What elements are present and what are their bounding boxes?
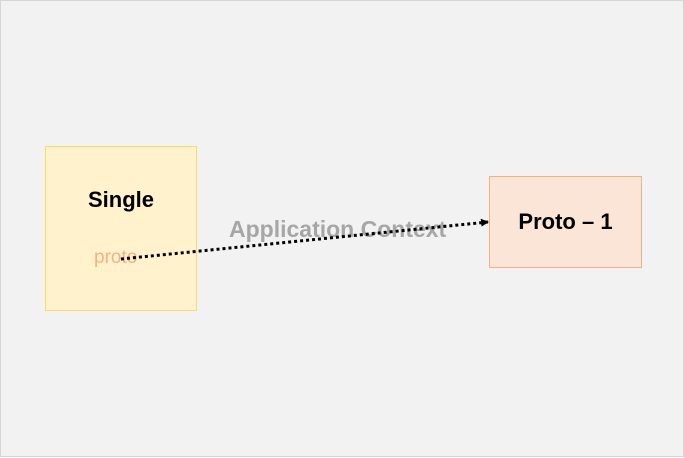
single-box-title: Single (87, 187, 154, 212)
single-box: Single proto (45, 146, 197, 311)
single-box-subtitle: proto (94, 247, 138, 268)
application-context-label: Application Context (229, 216, 447, 242)
proto-box-title: Proto – 1 (518, 209, 613, 234)
proto-box: Proto – 1 (489, 176, 642, 268)
